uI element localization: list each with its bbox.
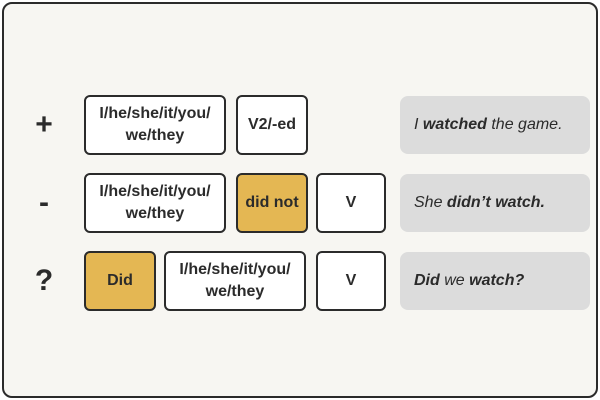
example-text: I (414, 116, 423, 133)
base-verb-label: V (345, 194, 357, 211)
negative-row: - I/he/she/it/you/ we/they did not V She… (4, 173, 596, 233)
subject-pronouns-label: I/he/she/it/you/ we/they (99, 183, 211, 222)
plus-symbol: + (35, 108, 53, 141)
past-verb-label: V2/-ed (247, 116, 296, 133)
question-row: ? Did I/he/she/it/you/ we/they V Did we … (4, 251, 596, 311)
example-emphasis: Did (414, 272, 440, 289)
subject-pronouns-box: I/he/she/it/you/ we/they (84, 95, 226, 155)
subject-pronouns-box: I/he/she/it/you/ we/they (164, 251, 306, 311)
example-text: the game. (486, 116, 563, 133)
base-verb-label: V (345, 272, 357, 289)
affirmative-example: I watched the game. (400, 96, 590, 154)
past-verb-box: V2/-ed (236, 95, 308, 155)
question-symbol: ? (34, 264, 54, 297)
minus-symbol: - (39, 186, 49, 219)
example-emphasis: watch? (469, 272, 525, 289)
negative-example: She didn’t watch. (400, 174, 590, 232)
base-verb-box: V (316, 251, 386, 311)
example-text: we (439, 272, 470, 289)
subject-pronouns-label: I/he/she/it/you/ we/they (179, 261, 291, 300)
subject-pronouns-box: I/he/she/it/you/ we/they (84, 173, 226, 233)
example-emphasis: didn’t watch. (446, 194, 545, 211)
did-label: Did (107, 272, 133, 289)
did-not-box: did not (236, 173, 308, 233)
example-emphasis: watched (422, 116, 487, 133)
subject-pronouns-label: I/he/she/it/you/ we/they (99, 105, 211, 144)
did-not-label: did not (245, 194, 299, 211)
example-text: She (414, 194, 447, 211)
did-box: Did (84, 251, 156, 311)
base-verb-box: V (316, 173, 386, 233)
affirmative-row: + I/he/she/it/you/ we/they V2/-ed I watc… (4, 95, 596, 155)
question-example: Did we watch? (400, 252, 590, 310)
